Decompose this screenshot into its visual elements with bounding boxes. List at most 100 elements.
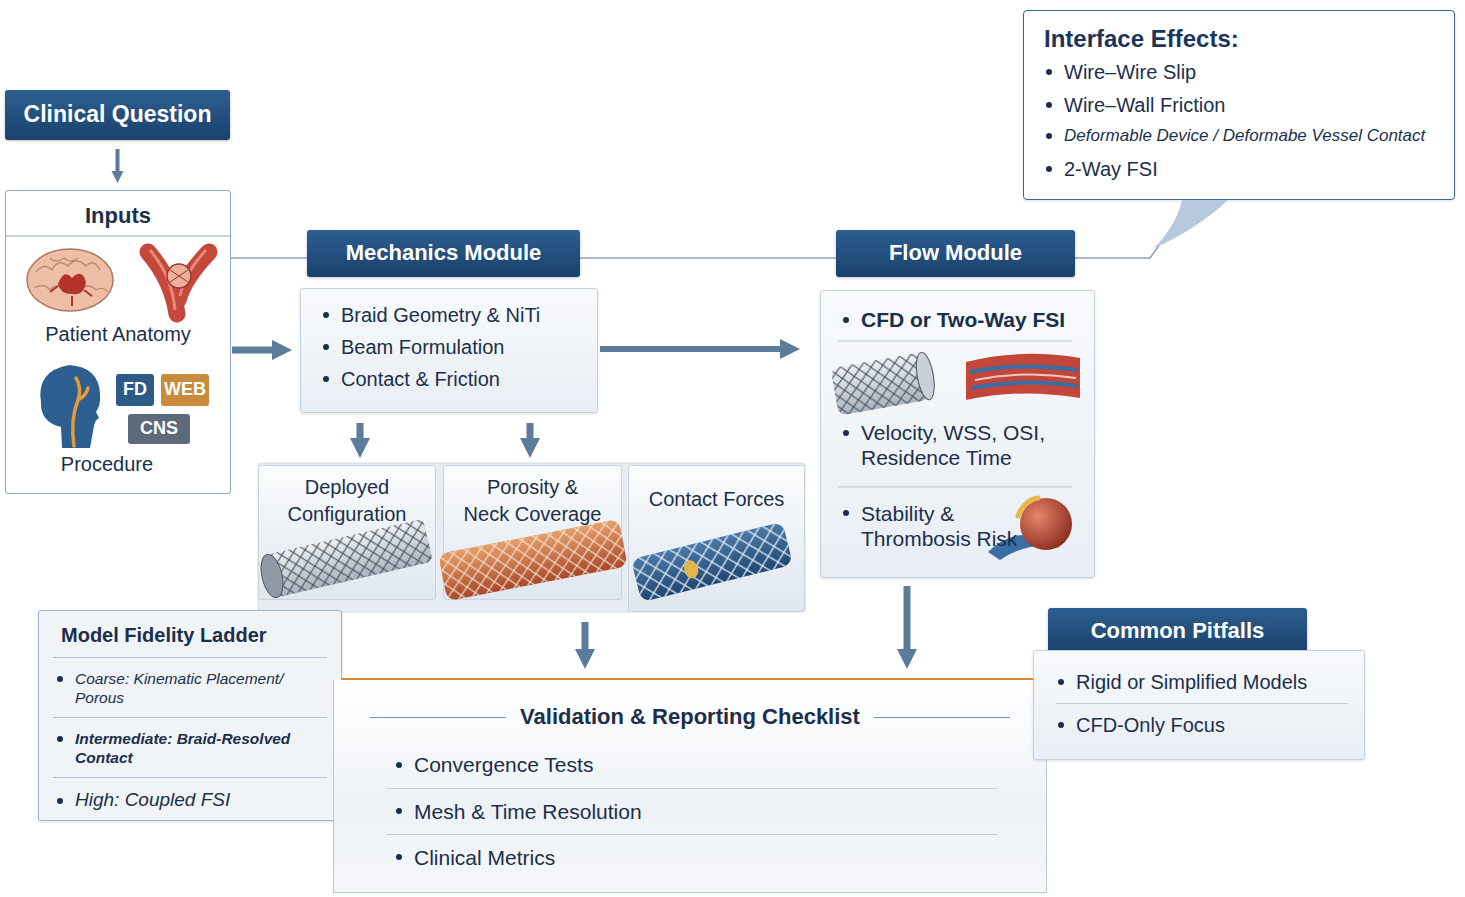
contact-stent bbox=[631, 522, 793, 602]
vessel-icon bbox=[148, 250, 209, 314]
bullet-text: 2-Way FSI bbox=[1064, 157, 1158, 181]
bullet-dot bbox=[1046, 69, 1052, 75]
bullet-dot bbox=[1046, 133, 1052, 139]
bullet-dot bbox=[396, 854, 402, 860]
text-row: Deployed Configuration bbox=[273, 474, 421, 528]
bullet-text: Mesh & Time Resolution bbox=[414, 799, 642, 824]
bullet-text: Convergence Tests bbox=[414, 752, 593, 777]
node-text: Mechanics Module bbox=[346, 240, 542, 266]
module-header: Mechanics Module bbox=[307, 230, 580, 277]
node-text: Deployed Configuration bbox=[273, 474, 421, 528]
node-text: WEB bbox=[164, 379, 206, 401]
output-box: Contact Forces bbox=[628, 465, 805, 612]
text-row: 2-Way FSI bbox=[1046, 157, 1444, 181]
bullet-dot bbox=[843, 430, 849, 436]
text-row: FD bbox=[123, 379, 147, 401]
heading-rule bbox=[874, 717, 1010, 718]
connector bbox=[116, 149, 120, 171]
flow-stent bbox=[831, 351, 938, 416]
module-header: Flow Module bbox=[836, 230, 1075, 277]
porosity-vessel bbox=[438, 519, 628, 601]
text-row: Wire–Wall Friction bbox=[1046, 93, 1444, 117]
text-row: Flow Module bbox=[889, 240, 1022, 266]
bullet-text: Braid Geometry & NiTi bbox=[341, 303, 540, 327]
bullet-dot bbox=[1046, 166, 1052, 172]
bullet-dot bbox=[57, 798, 63, 804]
heading-rule bbox=[370, 717, 506, 718]
flow-dividers bbox=[838, 341, 1072, 487]
head-icon bbox=[40, 365, 100, 448]
text-row: CFD-Only Focus bbox=[1056, 703, 1348, 746]
bullet-text: Coarse: Kinematic Placement/ Porous bbox=[75, 670, 327, 707]
bullet-text: Contact & Friction bbox=[341, 367, 500, 391]
connector bbox=[580, 257, 836, 259]
node-text: CNS bbox=[140, 418, 178, 440]
bullet-dot bbox=[396, 762, 402, 768]
bullet-text: CFD-Only Focus bbox=[1076, 713, 1225, 737]
text-row: Patient Anatomy bbox=[6, 322, 230, 346]
text-row: WEB bbox=[164, 379, 206, 401]
connector bbox=[1075, 200, 1192, 258]
bullet-dot bbox=[1046, 102, 1052, 108]
bullet-dot bbox=[396, 808, 402, 814]
node-text: Interface Effects: bbox=[1044, 25, 1239, 54]
bullet-text: Wire–Wall Friction bbox=[1064, 93, 1226, 117]
bullet-text: Beam Formulation bbox=[341, 335, 504, 359]
bullet-dot bbox=[57, 736, 63, 742]
bullet-dot bbox=[323, 312, 329, 318]
inputs-divider bbox=[6, 236, 230, 237]
aneurysm-icon bbox=[988, 498, 1072, 560]
text-row: Mechanics Module bbox=[346, 240, 542, 266]
text-row: Wire–Wire Slip bbox=[1046, 60, 1444, 84]
checklist-panel: Validation & Reporting ChecklistConverge… bbox=[333, 680, 1047, 893]
bullet-text: Wire–Wire Slip bbox=[1064, 60, 1196, 84]
bullet-dot bbox=[323, 344, 329, 350]
text-row: Clinical Metrics bbox=[386, 834, 998, 880]
module-body: CFD or Two-Way FSIVelocity, WSS, OSI, Re… bbox=[820, 290, 1095, 578]
node-text: Model Fidelity Ladder bbox=[61, 623, 267, 647]
text-row: Model Fidelity Ladder bbox=[53, 611, 327, 658]
text-row: Beam Formulation bbox=[323, 335, 589, 359]
node-text: Contact Forces bbox=[649, 487, 785, 511]
connector bbox=[527, 423, 534, 438]
bullet-dot bbox=[1058, 679, 1064, 685]
bullet-dot bbox=[323, 376, 329, 382]
connector bbox=[357, 423, 364, 438]
bullet-dot bbox=[1058, 722, 1064, 728]
bullet-dot bbox=[57, 676, 63, 682]
question-header: Clinical Question bbox=[5, 90, 230, 140]
connector bbox=[232, 347, 272, 354]
node-text: Common Pitfalls bbox=[1091, 618, 1265, 644]
text-row: Inputs bbox=[6, 203, 230, 229]
text-row: Convergence Tests bbox=[386, 742, 998, 787]
text-row: Contact Forces bbox=[639, 487, 794, 511]
text-row: Contact & Friction bbox=[323, 367, 589, 391]
inputs-panel: InputsPatient AnatomyProcedure FD WEB CNS bbox=[5, 190, 231, 494]
text-row: Validation & Reporting Checklist bbox=[370, 704, 1010, 730]
module-body: Braid Geometry & NiTiBeam FormulationCon… bbox=[300, 288, 598, 413]
text-row: Clinical Question bbox=[24, 101, 212, 129]
bullet-text: Deformable Device / Deformabe Vessel Con… bbox=[1064, 126, 1425, 146]
device-badge: FD bbox=[116, 374, 154, 406]
bullet-dot bbox=[843, 317, 849, 323]
bullet-text: Rigid or Simplified Models bbox=[1076, 670, 1307, 694]
node-text: Porosity & Neck Coverage bbox=[462, 474, 603, 528]
text-row: Deformable Device / Deformabe Vessel Con… bbox=[1046, 126, 1446, 146]
bullet-text: Clinical Metrics bbox=[414, 845, 555, 870]
text-row: CNS bbox=[140, 418, 178, 440]
node-text: Procedure bbox=[61, 452, 153, 476]
callout-tail bbox=[1154, 200, 1228, 248]
deployed-stent bbox=[257, 519, 433, 600]
node-text: Patient Anatomy bbox=[45, 322, 191, 346]
bullet-text: CFD or Two-Way FSI bbox=[861, 307, 1065, 332]
output-box: Porosity & Neck Coverage bbox=[443, 465, 622, 600]
fidelity-panel: Model Fidelity LadderCoarse: Kinematic P… bbox=[38, 610, 342, 821]
output-box: Deployed Configuration bbox=[258, 465, 436, 600]
output-band bbox=[258, 463, 805, 612]
text-row: Porosity & Neck Coverage bbox=[462, 474, 603, 528]
flow-vessel bbox=[966, 354, 1080, 400]
bullet-dot bbox=[843, 510, 849, 516]
pitfalls-header: Common Pitfalls bbox=[1048, 608, 1307, 655]
node-text: Validation & Reporting Checklist bbox=[520, 704, 860, 730]
